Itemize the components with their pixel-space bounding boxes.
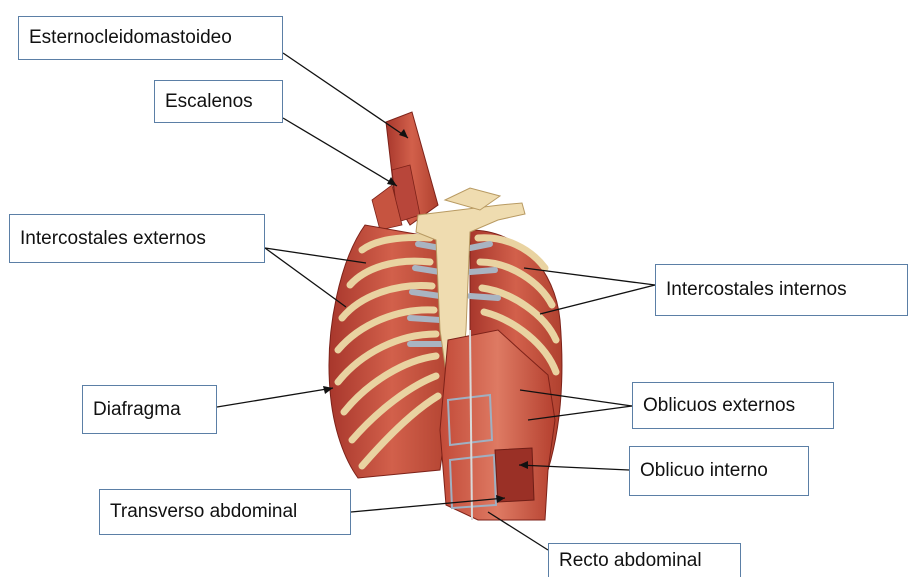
label-oblicuos-externos: Oblicuos externos: [632, 382, 834, 429]
label-intercostales-externos: Intercostales externos: [9, 214, 265, 263]
label-recto-abdominal: Recto abdominal: [548, 543, 741, 577]
label-oblicuo-interno: Oblicuo interno: [629, 446, 809, 496]
label-escalenos: Escalenos: [154, 80, 283, 123]
label-diafragma: Diafragma: [82, 385, 217, 434]
neck-muscles: [372, 112, 438, 230]
label-intercostales-internos: Intercostales internos: [655, 264, 908, 316]
label-esternocleidomastoideo: Esternocleidomastoideo: [18, 16, 283, 60]
label-transverso-abdominal: Transverso abdominal: [99, 489, 351, 535]
